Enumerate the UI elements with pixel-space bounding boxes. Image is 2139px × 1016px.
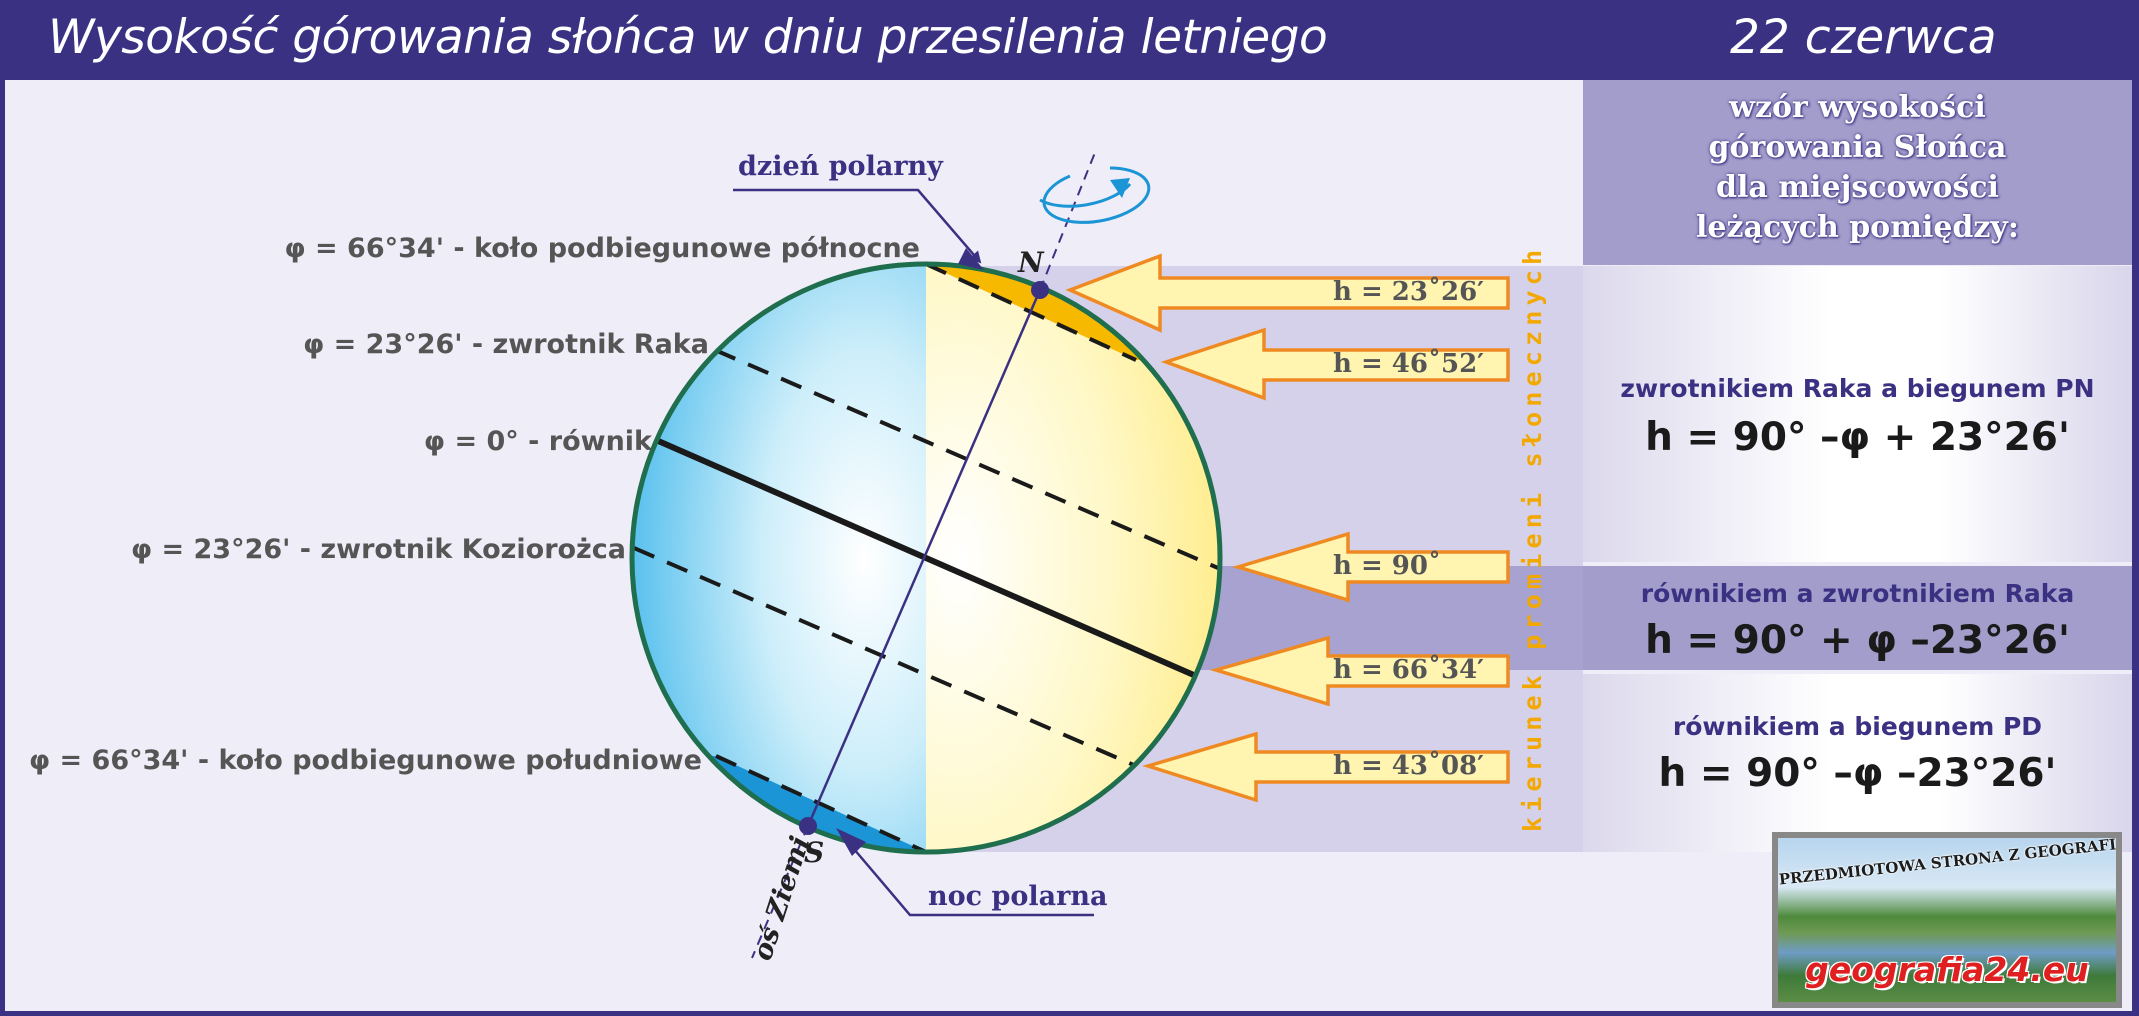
equator-line (654, 437, 1198, 679)
band-north-bg (1583, 266, 2132, 562)
earth-axis-dashed-bottom (751, 825, 809, 959)
band-formula-equator: h = 90° + φ –23°26' (1645, 618, 2070, 663)
ray-arrow-3 (1231, 531, 1510, 603)
band-title-south: równikiem a biegunem PD (1672, 712, 2043, 741)
latitude-label-arctic: φ = 66°34' - koło podbiegunowe północne (284, 233, 921, 264)
pointer-arrow-icon (733, 188, 1094, 917)
north-pole-label: N (1018, 246, 1044, 279)
south-pole-dot (799, 817, 817, 835)
band-title-north: zwrotnikiem Raka a biegunem PN (1620, 374, 2095, 403)
globe-outline (629, 261, 1223, 855)
formula-heading-line-2: górowania Słońca (1708, 130, 2007, 165)
tropic-capricorn-line (633, 546, 1137, 768)
latitude-label-equator: φ = 0° - równik (423, 426, 652, 457)
latitude-label-capricorn: φ = 23°26' - zwrotnik Koziorożca (130, 534, 626, 565)
latitude-label-antarctic: φ = 66°34' - koło podbiegunowe południow… (28, 745, 702, 776)
polar-day-label: dzień polarny (738, 151, 943, 182)
logo-photo: PRZEDMIOTOWA STRONA Z GEOGRAFII geografi… (1778, 838, 2116, 1002)
band-south-bg (1583, 674, 2132, 852)
formula-heading-bg (1583, 80, 2132, 265)
band-equator-bg (1583, 566, 2132, 670)
north-pole-dot (1031, 281, 1049, 299)
date-label: 22 czerwca (1730, 10, 1997, 65)
rotation-arrow-icon (1039, 166, 1151, 224)
logo-tagline: PRZEDMIOTOWA STRONA Z GEOGRAFII (1778, 838, 2116, 889)
south-pole-label: S (804, 836, 825, 869)
tropic-cancer-line (714, 348, 1219, 570)
ray-arrow-2 (1160, 327, 1510, 401)
rays-direction-label: kierunek promieni słonecznych (1518, 244, 1547, 832)
band-formula-south: h = 90° –φ –23°26' (1658, 751, 2057, 796)
page-title: Wysokość górowania słońca w dniu przesil… (48, 10, 1328, 65)
polar-night-label: noc polarna (928, 881, 1108, 912)
band-formula-north: h = 90° –φ + 23°26' (1645, 415, 2070, 460)
sun-height-2: h = 46˚52′ (1333, 349, 1485, 379)
formula-heading-line-3: dla miejscowości (1716, 170, 1999, 205)
header-bar (0, 0, 2139, 78)
band-title-equator: równikiem a zwrotnikiem Raka (1640, 579, 2075, 608)
antarctic-circle-line (715, 754, 927, 852)
sun-height-4: h = 66˚34′ (1333, 655, 1485, 685)
sun-height-3: h = 90˚ (1333, 551, 1441, 581)
sun-height-5: h = 43˚08′ (1333, 751, 1485, 781)
formula-heading-line-4: leżących pomiędzy: (1696, 210, 2019, 245)
sun-height-1: h = 23˚26′ (1333, 277, 1485, 307)
formula-heading-line-1: wzór wysokości (1729, 90, 1986, 125)
ray-arrow-5 (1142, 731, 1510, 803)
logo-site-name: geografia24.eu (1805, 950, 2089, 989)
earth-axis-solid (806, 289, 1042, 827)
latitude-label-cancer: φ = 23°26' - zwrotnik Raka (303, 329, 709, 360)
site-logo[interactable]: PRZEDMIOTOWA STRONA Z GEOGRAFII geografi… (1772, 832, 2122, 1008)
ray-arrow-1 (1065, 253, 1510, 333)
sun-ray-arrow-icon (1065, 253, 1510, 803)
ray-arrow-4 (1209, 635, 1510, 707)
